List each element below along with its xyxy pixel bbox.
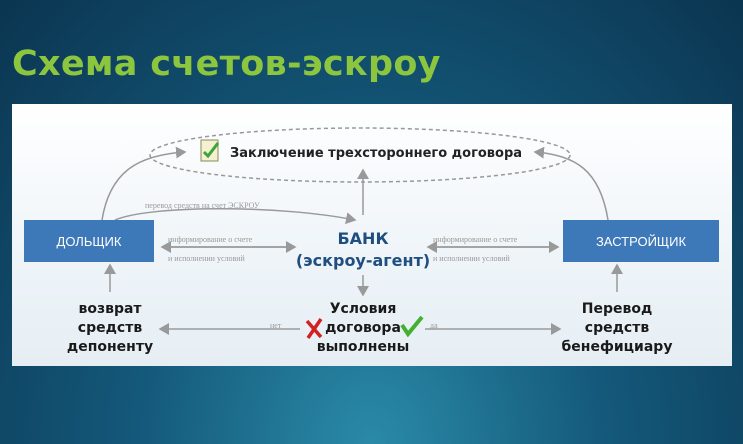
cross-icon	[305, 318, 323, 339]
info-left-line1: информирование о счете	[168, 235, 253, 244]
contract-ellipse	[149, 127, 571, 183]
page-title: Схема счетов-эскроу	[12, 44, 441, 84]
arrow-left-to-contract	[101, 146, 187, 221]
bank-subtitle: (эскроу-агент)	[295, 251, 431, 270]
info-left-line2: и исполнении условий	[168, 254, 245, 263]
contract-document-icon	[200, 139, 220, 162]
yes-label: да	[430, 321, 438, 330]
bank-label: БАНК (эскроу-агент)	[290, 228, 436, 272]
transfer-label: перевод средств на счет ЭСКРОУ	[145, 201, 260, 210]
arrow-transfer	[114, 208, 357, 225]
shareholder-box: ДОЛЬЩИК	[24, 220, 154, 262]
no-label: нет	[270, 321, 282, 330]
arrow-right-to-contract	[533, 146, 609, 221]
info-right-line2: и исполнении условий	[433, 254, 510, 263]
info-right-line1: информирование о счете	[433, 235, 518, 244]
contract-label: Заключение трехстороннего договора	[230, 146, 523, 161]
developer-box: ЗАСТРОЙЩИК	[563, 220, 719, 262]
bank-title: БАНК	[337, 229, 389, 248]
check-icon	[400, 315, 424, 338]
